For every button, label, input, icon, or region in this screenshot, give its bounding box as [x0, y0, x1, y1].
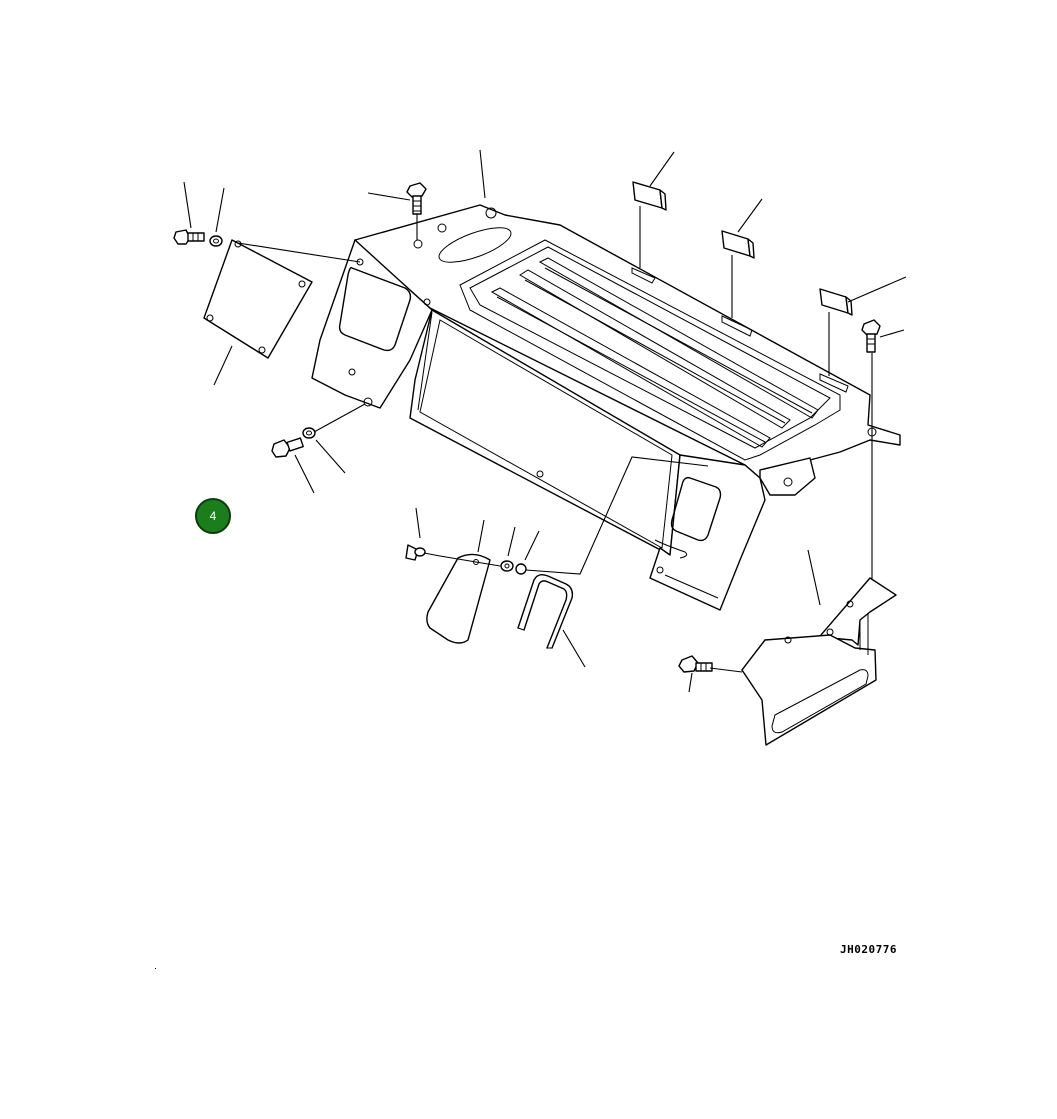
cover-plates: [204, 240, 572, 648]
clip-parts: [633, 182, 852, 315]
mounting-bracket: [742, 578, 896, 745]
fastener-parts: [174, 183, 880, 672]
scan-speck: [155, 968, 156, 969]
leader-lines: [184, 150, 906, 692]
drawing-number: JH020776: [840, 943, 897, 956]
floor-panel-assembly: [312, 205, 900, 610]
callout-marker-4[interactable]: 4: [195, 498, 231, 534]
